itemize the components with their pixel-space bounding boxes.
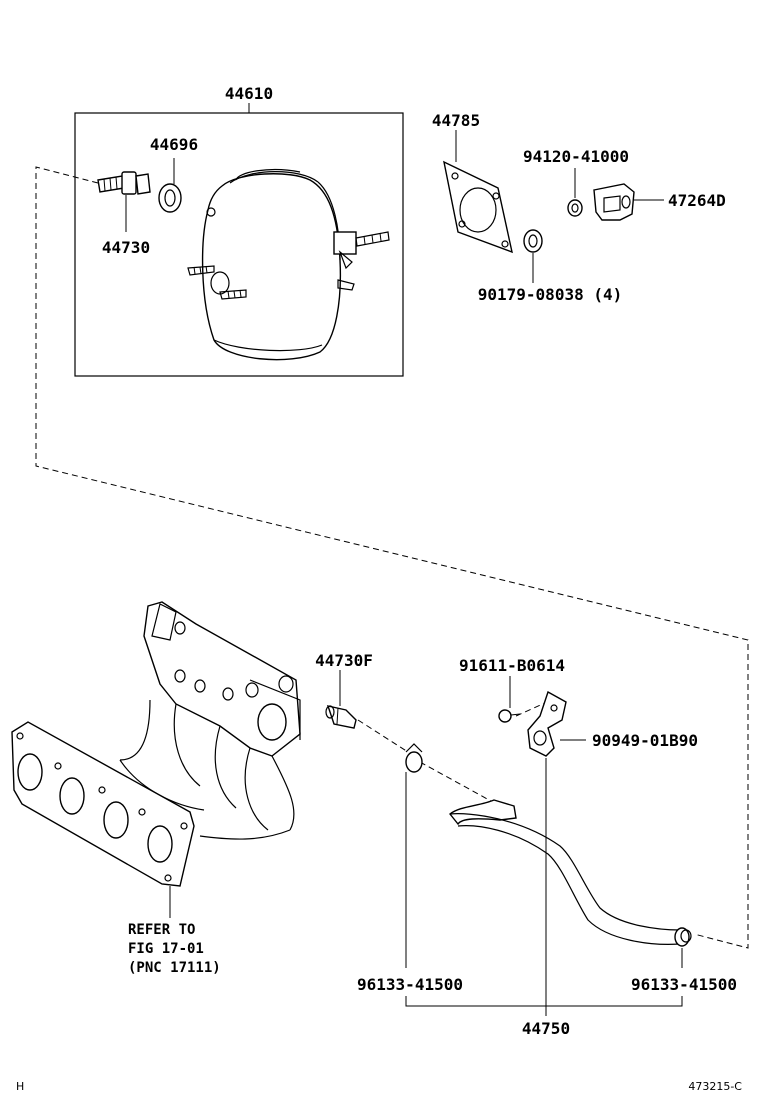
connection-lines [35,166,749,949]
note-line-3: (PNC 17111) [128,960,221,976]
label-44696[interactable]: 44696 [150,135,198,154]
label-44750[interactable]: 44750 [522,1019,570,1038]
label-44730F[interactable]: 44730F [315,651,373,670]
label-90949-01B90[interactable]: 90949-01B90 [592,731,698,750]
label-94120-41000[interactable]: 94120-41000 [523,147,629,166]
union-44730F[interactable] [325,705,357,729]
label-96133-41500-left[interactable]: 96133-41500 [357,975,463,994]
booster-group-box [74,112,404,377]
hose-leader [405,758,683,1016]
label-47264D[interactable]: 47264D [668,191,726,210]
clamp-90949-01B90[interactable] [527,690,567,757]
hose-clip-left[interactable] [405,743,423,773]
booster-group: 44610 [74,84,404,377]
vacuum-hose[interactable] [449,799,692,947]
note-line-1: REFER TO [128,922,195,938]
grommet-44696[interactable] [158,183,182,213]
nut-94120-41000[interactable] [567,199,583,217]
label-44610[interactable]: 44610 [225,84,273,103]
nut-90179-08038[interactable] [523,229,543,253]
clamp-47264D[interactable] [593,183,635,221]
footer-right: 473215-C [688,1080,742,1093]
union-44730[interactable] [97,171,151,195]
intake-manifold[interactable] [11,601,301,887]
note-line-2: FIG 17-01 [128,941,204,957]
label-96133-41500-right[interactable]: 96133-41500 [631,975,737,994]
bolt-91611-B0614[interactable] [498,709,521,723]
gasket-44785[interactable] [443,160,513,254]
label-44730[interactable]: 44730 [102,238,150,257]
label-90179-08038[interactable]: 90179-08038 (4) [478,285,623,304]
label-44785[interactable]: 44785 [432,111,480,130]
footer-left: H [16,1080,24,1093]
brake-booster[interactable] [187,169,390,361]
label-91611-B0614[interactable]: 91611-B0614 [459,656,565,675]
